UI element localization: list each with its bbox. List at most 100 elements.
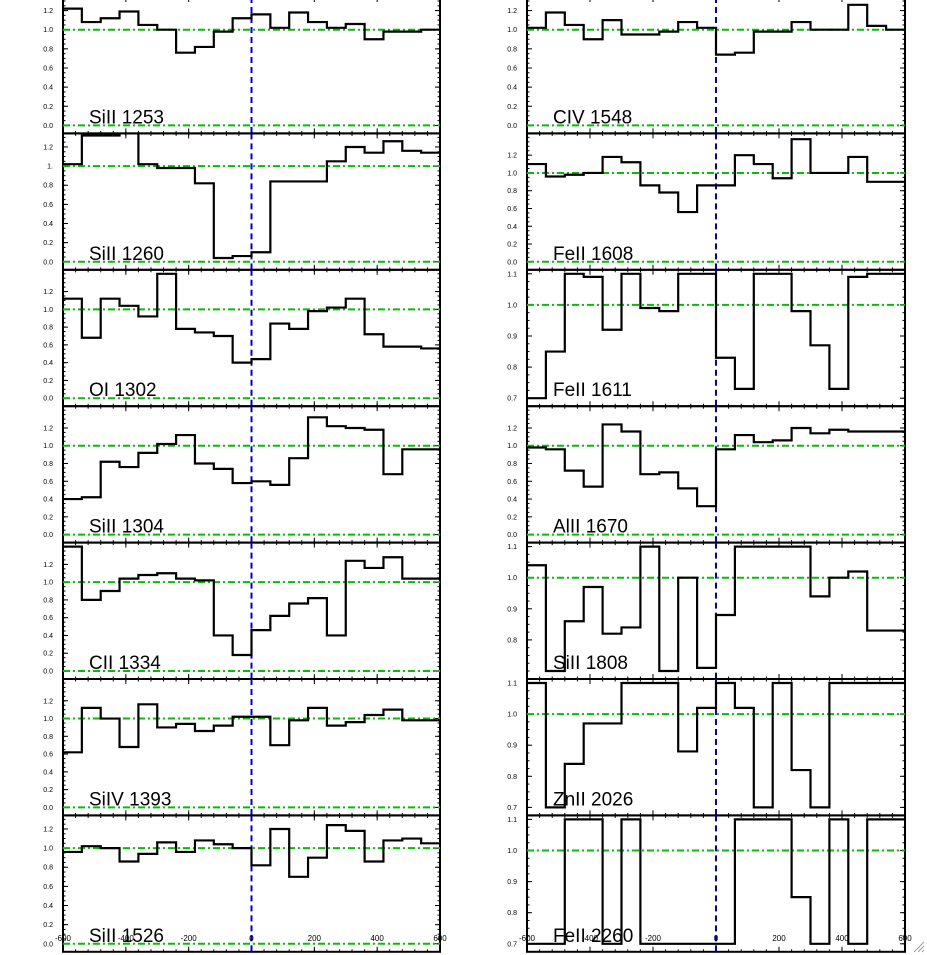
y-tick-label: 0.0 bbox=[43, 396, 53, 403]
y-tick-label: 0.6 bbox=[43, 752, 53, 759]
x-tick-label: 0 bbox=[714, 934, 719, 943]
y-tick-label: 0.8 bbox=[43, 865, 53, 872]
y-tick-label: 1.1 bbox=[507, 271, 517, 278]
y-tick-label: 0.0 bbox=[43, 669, 53, 676]
y-tick-label: 0.8 bbox=[43, 461, 53, 468]
y-tick-label: 1.2 bbox=[43, 8, 53, 15]
y-tick-label: 0.4 bbox=[43, 221, 53, 228]
y-tick-label: 1.1 bbox=[507, 817, 517, 824]
y-tick-label: 0.6 bbox=[43, 342, 53, 349]
transition-label: CIV 1548 bbox=[553, 107, 632, 128]
x-tick-label: 200 bbox=[308, 934, 322, 943]
transition-label: CII 1334 bbox=[89, 653, 161, 674]
x-tick-label: -200 bbox=[645, 934, 662, 943]
x-tick-label: -600 bbox=[519, 934, 536, 943]
y-tick-label: 0.0 bbox=[507, 532, 517, 539]
y-tick-label: 0.2 bbox=[43, 651, 53, 658]
y-tick-label: 0.4 bbox=[43, 633, 53, 640]
y-tick-label: 1.2 bbox=[43, 289, 53, 296]
transition-label: FeII 1608 bbox=[553, 244, 633, 265]
y-tick-label: 0.0 bbox=[43, 259, 53, 266]
y-tick-label: 1.0 bbox=[507, 443, 517, 450]
x-tick-label: 400 bbox=[835, 934, 849, 943]
y-tick-label: 0.4 bbox=[43, 497, 53, 504]
transition-label: SiIV 1393 bbox=[89, 789, 171, 810]
y-tick-label: 1.0 bbox=[507, 575, 517, 582]
y-tick-label: 1.0 bbox=[507, 27, 517, 34]
y-tick-label: 0.6 bbox=[43, 479, 53, 486]
y-tick-label: 0.8 bbox=[507, 461, 517, 468]
x-tick-label: 0 bbox=[249, 934, 254, 943]
y-tick-label: 1.2 bbox=[43, 826, 53, 833]
y-tick-label: 0.9 bbox=[507, 743, 517, 750]
y-tick-label: 0.8 bbox=[507, 46, 517, 53]
x-tick-label: 600 bbox=[898, 934, 912, 943]
flux-step-series bbox=[527, 138, 905, 214]
y-tick-label: 0.7 bbox=[507, 805, 517, 812]
y-tick-label: 0.8 bbox=[43, 597, 53, 604]
transition-label: AlII 1670 bbox=[553, 517, 628, 538]
y-tick-label: 0.6 bbox=[507, 479, 517, 486]
x-tick-label: 600 bbox=[433, 934, 447, 943]
y-tick-label: 1.0 bbox=[43, 307, 53, 314]
y-tick-label: 0.4 bbox=[43, 360, 53, 367]
y-tick-label: 0.6 bbox=[43, 65, 53, 72]
y-tick-label: 0.0 bbox=[43, 805, 53, 812]
y-tick-label: 0.4 bbox=[43, 903, 53, 910]
y-tick-label: 1.1 bbox=[507, 681, 517, 688]
y-tick-label: 1.2 bbox=[507, 8, 517, 15]
y-tick-label: 0.6 bbox=[43, 884, 53, 891]
x-tick-label: -200 bbox=[181, 934, 198, 943]
y-tick-label: 0.2 bbox=[43, 514, 53, 521]
flux-step-series bbox=[63, 416, 440, 501]
y-tick-label: 0.2 bbox=[43, 240, 53, 247]
y-tick-label: 0.7 bbox=[507, 396, 517, 403]
y-tick-label: 0.0 bbox=[507, 259, 517, 266]
y-tick-label: 0.8 bbox=[507, 365, 517, 372]
transition-label: SiII 1304 bbox=[89, 517, 164, 538]
y-tick-label: 0.8 bbox=[43, 183, 53, 190]
y-tick-label: 0.0 bbox=[507, 123, 517, 130]
flux-step-series bbox=[527, 545, 905, 673]
y-tick-label: 0.7 bbox=[507, 941, 517, 948]
y-tick-label: 1.2 bbox=[43, 562, 53, 569]
y-tick-label: 1.0 bbox=[43, 580, 53, 587]
flux-step-series bbox=[527, 3, 905, 56]
flux-step-series bbox=[63, 7, 440, 54]
y-tick-label: 0.8 bbox=[43, 325, 53, 332]
x-tick-label: 200 bbox=[772, 934, 786, 943]
transition-label: FeII 1611 bbox=[553, 380, 632, 401]
y-tick-label: 1.2 bbox=[507, 153, 517, 160]
y-tick-label: 1.2 bbox=[507, 425, 517, 432]
y-tick-label: 0.2 bbox=[43, 922, 53, 929]
x-tick-label: -400 bbox=[582, 934, 599, 943]
y-tick-label: 0.4 bbox=[507, 224, 517, 231]
y-tick-label: 0.2 bbox=[507, 514, 517, 521]
y-tick-label: 1.0 bbox=[43, 443, 53, 450]
y-tick-label: 0.9 bbox=[507, 334, 517, 341]
x-tick-label: -400 bbox=[118, 934, 135, 943]
y-tick-label: 0.8 bbox=[43, 46, 53, 53]
y-tick-label: 0.9 bbox=[507, 606, 517, 613]
resize-grip-icon[interactable] bbox=[911, 939, 925, 953]
y-tick-label: 0.4 bbox=[43, 769, 53, 776]
flux-step-series bbox=[63, 545, 440, 657]
flux-step-series bbox=[527, 272, 905, 400]
transition-label: SiII 1253 bbox=[89, 107, 164, 128]
y-tick-label: 0.0 bbox=[43, 123, 53, 130]
y-tick-label: 0.8 bbox=[507, 637, 517, 644]
flux-step-series bbox=[63, 824, 440, 878]
transition-label: ZnII 2026 bbox=[553, 789, 633, 810]
y-tick-label: 0.8 bbox=[43, 734, 53, 741]
flux-step-series bbox=[63, 272, 440, 364]
